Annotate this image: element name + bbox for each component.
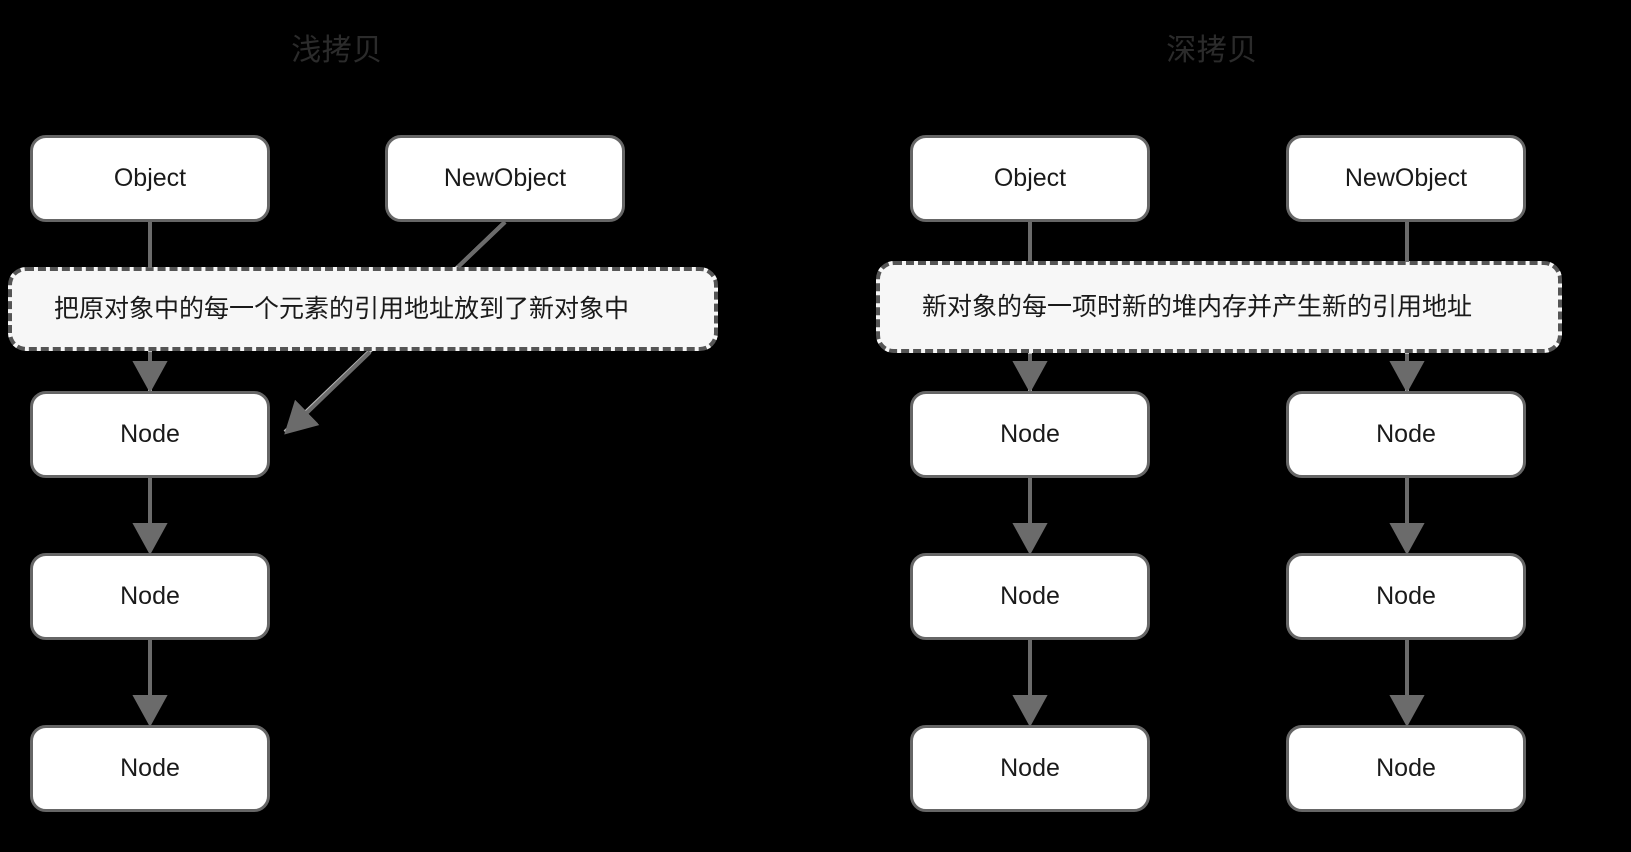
right-newobject-node-box-3[interactable]: Node	[1286, 725, 1526, 812]
left-node-box-1[interactable]: Node	[30, 391, 270, 478]
left-note-box: 把原对象中的每一个元素的引用地址放到了新对象中	[8, 267, 718, 351]
edge-left-newobject-stub	[456, 220, 507, 269]
panel-title-deep-copy: 深拷贝	[1166, 34, 1258, 67]
left-node-box-2[interactable]: Node	[30, 553, 270, 640]
edge-left-newobject-arrowhead	[284, 350, 372, 435]
left-object-box[interactable]: Object	[30, 135, 270, 222]
left-node-box-3[interactable]: Node	[30, 725, 270, 812]
right-note-text: 新对象的每一项时新的堆内存并产生新的引用地址	[922, 293, 1473, 321]
right-note-box: 新对象的每一项时新的堆内存并产生新的引用地址	[876, 261, 1562, 353]
right-object-box[interactable]: Object	[910, 135, 1150, 222]
right-newobject-node-box-1[interactable]: Node	[1286, 391, 1526, 478]
right-newobject-box[interactable]: NewObject	[1286, 135, 1526, 222]
left-newobject-box[interactable]: NewObject	[385, 135, 625, 222]
right-object-node-box-2[interactable]: Node	[910, 553, 1150, 640]
panel-title-shallow-copy: 浅拷贝	[291, 34, 383, 67]
left-note-text: 把原对象中的每一个元素的引用地址放到了新对象中	[54, 295, 630, 323]
right-newobject-node-box-2[interactable]: Node	[1286, 553, 1526, 640]
right-object-node-box-3[interactable]: Node	[910, 725, 1150, 812]
right-object-node-box-1[interactable]: Node	[910, 391, 1150, 478]
